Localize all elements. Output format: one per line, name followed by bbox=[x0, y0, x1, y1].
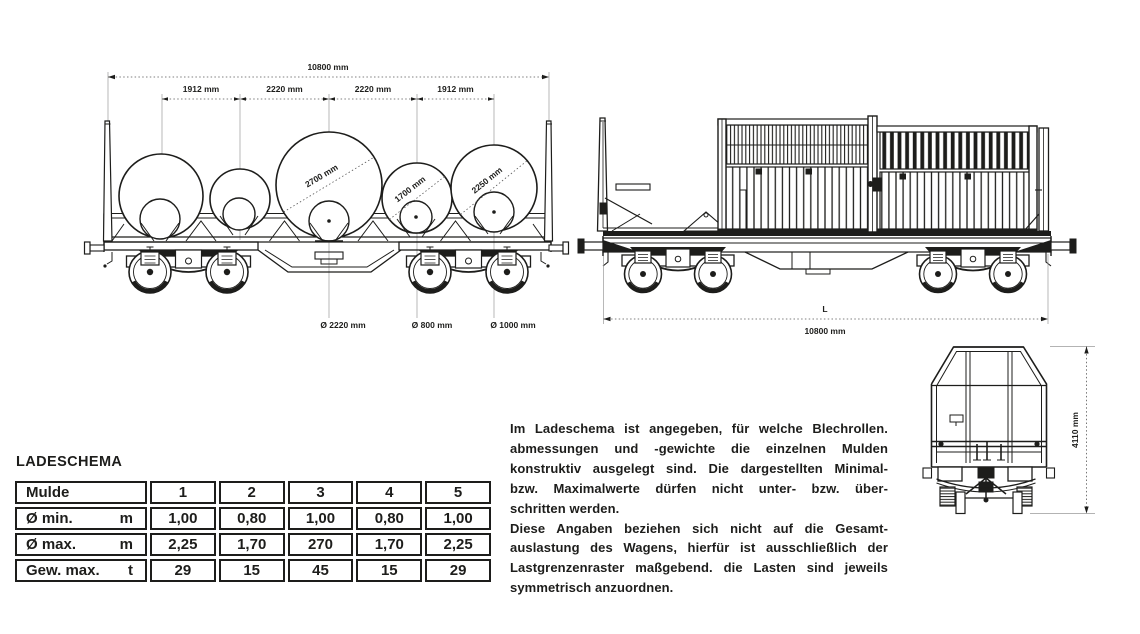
dim-height: 4110 mm bbox=[1030, 346, 1095, 514]
description-line: auslastung des Wagens, hierfür ist aussc… bbox=[510, 540, 888, 556]
dim-overall-label: 10800 mm bbox=[804, 326, 846, 336]
core-1 bbox=[139, 198, 181, 240]
end-view-diagram: 4110 mm bbox=[922, 346, 1095, 515]
table-cell: 15 bbox=[218, 559, 285, 582]
description-line: symmetrisch anzuordnen. bbox=[510, 580, 674, 596]
table-cell: 1,70 bbox=[218, 533, 285, 556]
header-label: Mulde bbox=[26, 484, 70, 501]
table-cell: 1 bbox=[150, 481, 216, 504]
table-cell: 1,00 bbox=[150, 507, 216, 530]
table-cell: Ø min. m bbox=[15, 507, 147, 530]
core-diameter-dims: Ø 2220 mm Ø 800 mm Ø 1000 mm bbox=[320, 320, 536, 330]
description-line: Im Ladeschema ist angegeben, für welche … bbox=[510, 421, 888, 436]
table-cell: 270 bbox=[287, 533, 354, 556]
core-diameter-label: Ø 1000 mm bbox=[490, 320, 536, 330]
stanchions bbox=[102, 120, 554, 242]
table-cell: 0,80 bbox=[356, 507, 423, 530]
row-unit: t bbox=[128, 562, 133, 579]
description-line: schritten werden. bbox=[510, 500, 620, 516]
end-undercarriage bbox=[922, 466, 1056, 515]
core-diameter-label: Ø 800 mm bbox=[412, 320, 453, 330]
dim-segments: 1912 mm 2220 mm 2220 mm 1912 mm bbox=[162, 84, 494, 101]
brake-platform bbox=[596, 117, 730, 232]
dim-overall: 10800 mm bbox=[108, 62, 549, 80]
dim-segment-label: 1912 mm bbox=[183, 84, 220, 94]
description-line: bzw. Maximalwerte dürfen nicht unter- bz… bbox=[510, 480, 888, 496]
hood-right-section bbox=[867, 125, 1038, 233]
buffers bbox=[577, 238, 1077, 267]
table-row: Ø max. m 2,25 1,70 270 1,70 2,25 bbox=[15, 533, 491, 556]
table-cell: 2,25 bbox=[425, 533, 491, 556]
table-cell: 2,25 bbox=[150, 533, 216, 556]
dim-overall-label: 10800 mm bbox=[307, 62, 349, 72]
table-cell: 4 bbox=[356, 481, 423, 504]
row-label: Gew. max. bbox=[26, 562, 100, 579]
description-line: konstruktiv ausgelegt sind. Die dargeste… bbox=[510, 460, 888, 476]
row-label: Ø max. bbox=[26, 536, 77, 553]
table-cell: 0,80 bbox=[218, 507, 285, 530]
dim-length-symbol: L bbox=[822, 304, 827, 314]
row-unit: m bbox=[119, 536, 133, 553]
right-stanchion bbox=[1023, 127, 1050, 232]
core-2 bbox=[222, 197, 256, 231]
buffers bbox=[83, 241, 570, 268]
table-cell: Gew. max. t bbox=[15, 559, 147, 582]
dim-length: L 10800 mm bbox=[603, 254, 1049, 336]
table-row: Gew. max. t 29 15 45 15 29 bbox=[15, 559, 491, 582]
end-body bbox=[930, 346, 1048, 468]
table-cell: 1,70 bbox=[356, 533, 423, 556]
dim-height-label: 4110 mm bbox=[1070, 412, 1080, 448]
description-line: Diese Angaben beziehen sich nicht auf di… bbox=[510, 520, 888, 536]
table-cell: 2 bbox=[218, 481, 285, 504]
table-cell: 15 bbox=[356, 559, 423, 582]
table-cell: 3 bbox=[287, 481, 354, 504]
dim-segment-label: 1912 mm bbox=[437, 84, 474, 94]
dim-segment-label: 2220 mm bbox=[266, 84, 303, 94]
table-header-row: Mulde 1 2 3 4 5 bbox=[15, 481, 491, 504]
trough-supports bbox=[111, 215, 546, 242]
side-view-loaded-diagram: 10800 mm 1912 mm 2220 mm 2220 mm 1912 mm bbox=[83, 62, 570, 330]
description-text: Im Ladeschema ist angegeben, für welche … bbox=[510, 419, 888, 598]
table-cell: 5 bbox=[425, 481, 491, 504]
table-cell: 1,00 bbox=[425, 507, 491, 530]
ladeschema-table: Mulde 1 2 3 4 5 Ø min. m 1,00 0,80 1,00 0… bbox=[12, 478, 494, 585]
description-line: Lastgrenzenraster maßgebend. die Lasten … bbox=[510, 560, 888, 576]
side-view-hood-diagram: L 10800 mm bbox=[577, 115, 1077, 336]
dim-segment-label: 2220 mm bbox=[355, 84, 392, 94]
row-unit: m bbox=[119, 510, 133, 527]
table-cell: 1,00 bbox=[287, 507, 354, 530]
table-row: Ø min. m 1,00 0,80 1,00 0,80 1,00 bbox=[15, 507, 491, 530]
hood-left-section bbox=[717, 118, 877, 233]
table-cell: Ø max. m bbox=[15, 533, 147, 556]
table-cell: 29 bbox=[150, 559, 216, 582]
table-cell: 45 bbox=[287, 559, 354, 582]
ladeschema-title: LADESCHEMA bbox=[16, 454, 123, 470]
core-diameter-label: Ø 2220 mm bbox=[320, 320, 366, 330]
table-cell: Mulde bbox=[15, 481, 147, 504]
table-cell: 29 bbox=[425, 559, 491, 582]
row-label: Ø min. bbox=[26, 510, 73, 527]
description-line: abmessungen und -gewichte die einzelnen … bbox=[510, 440, 888, 456]
